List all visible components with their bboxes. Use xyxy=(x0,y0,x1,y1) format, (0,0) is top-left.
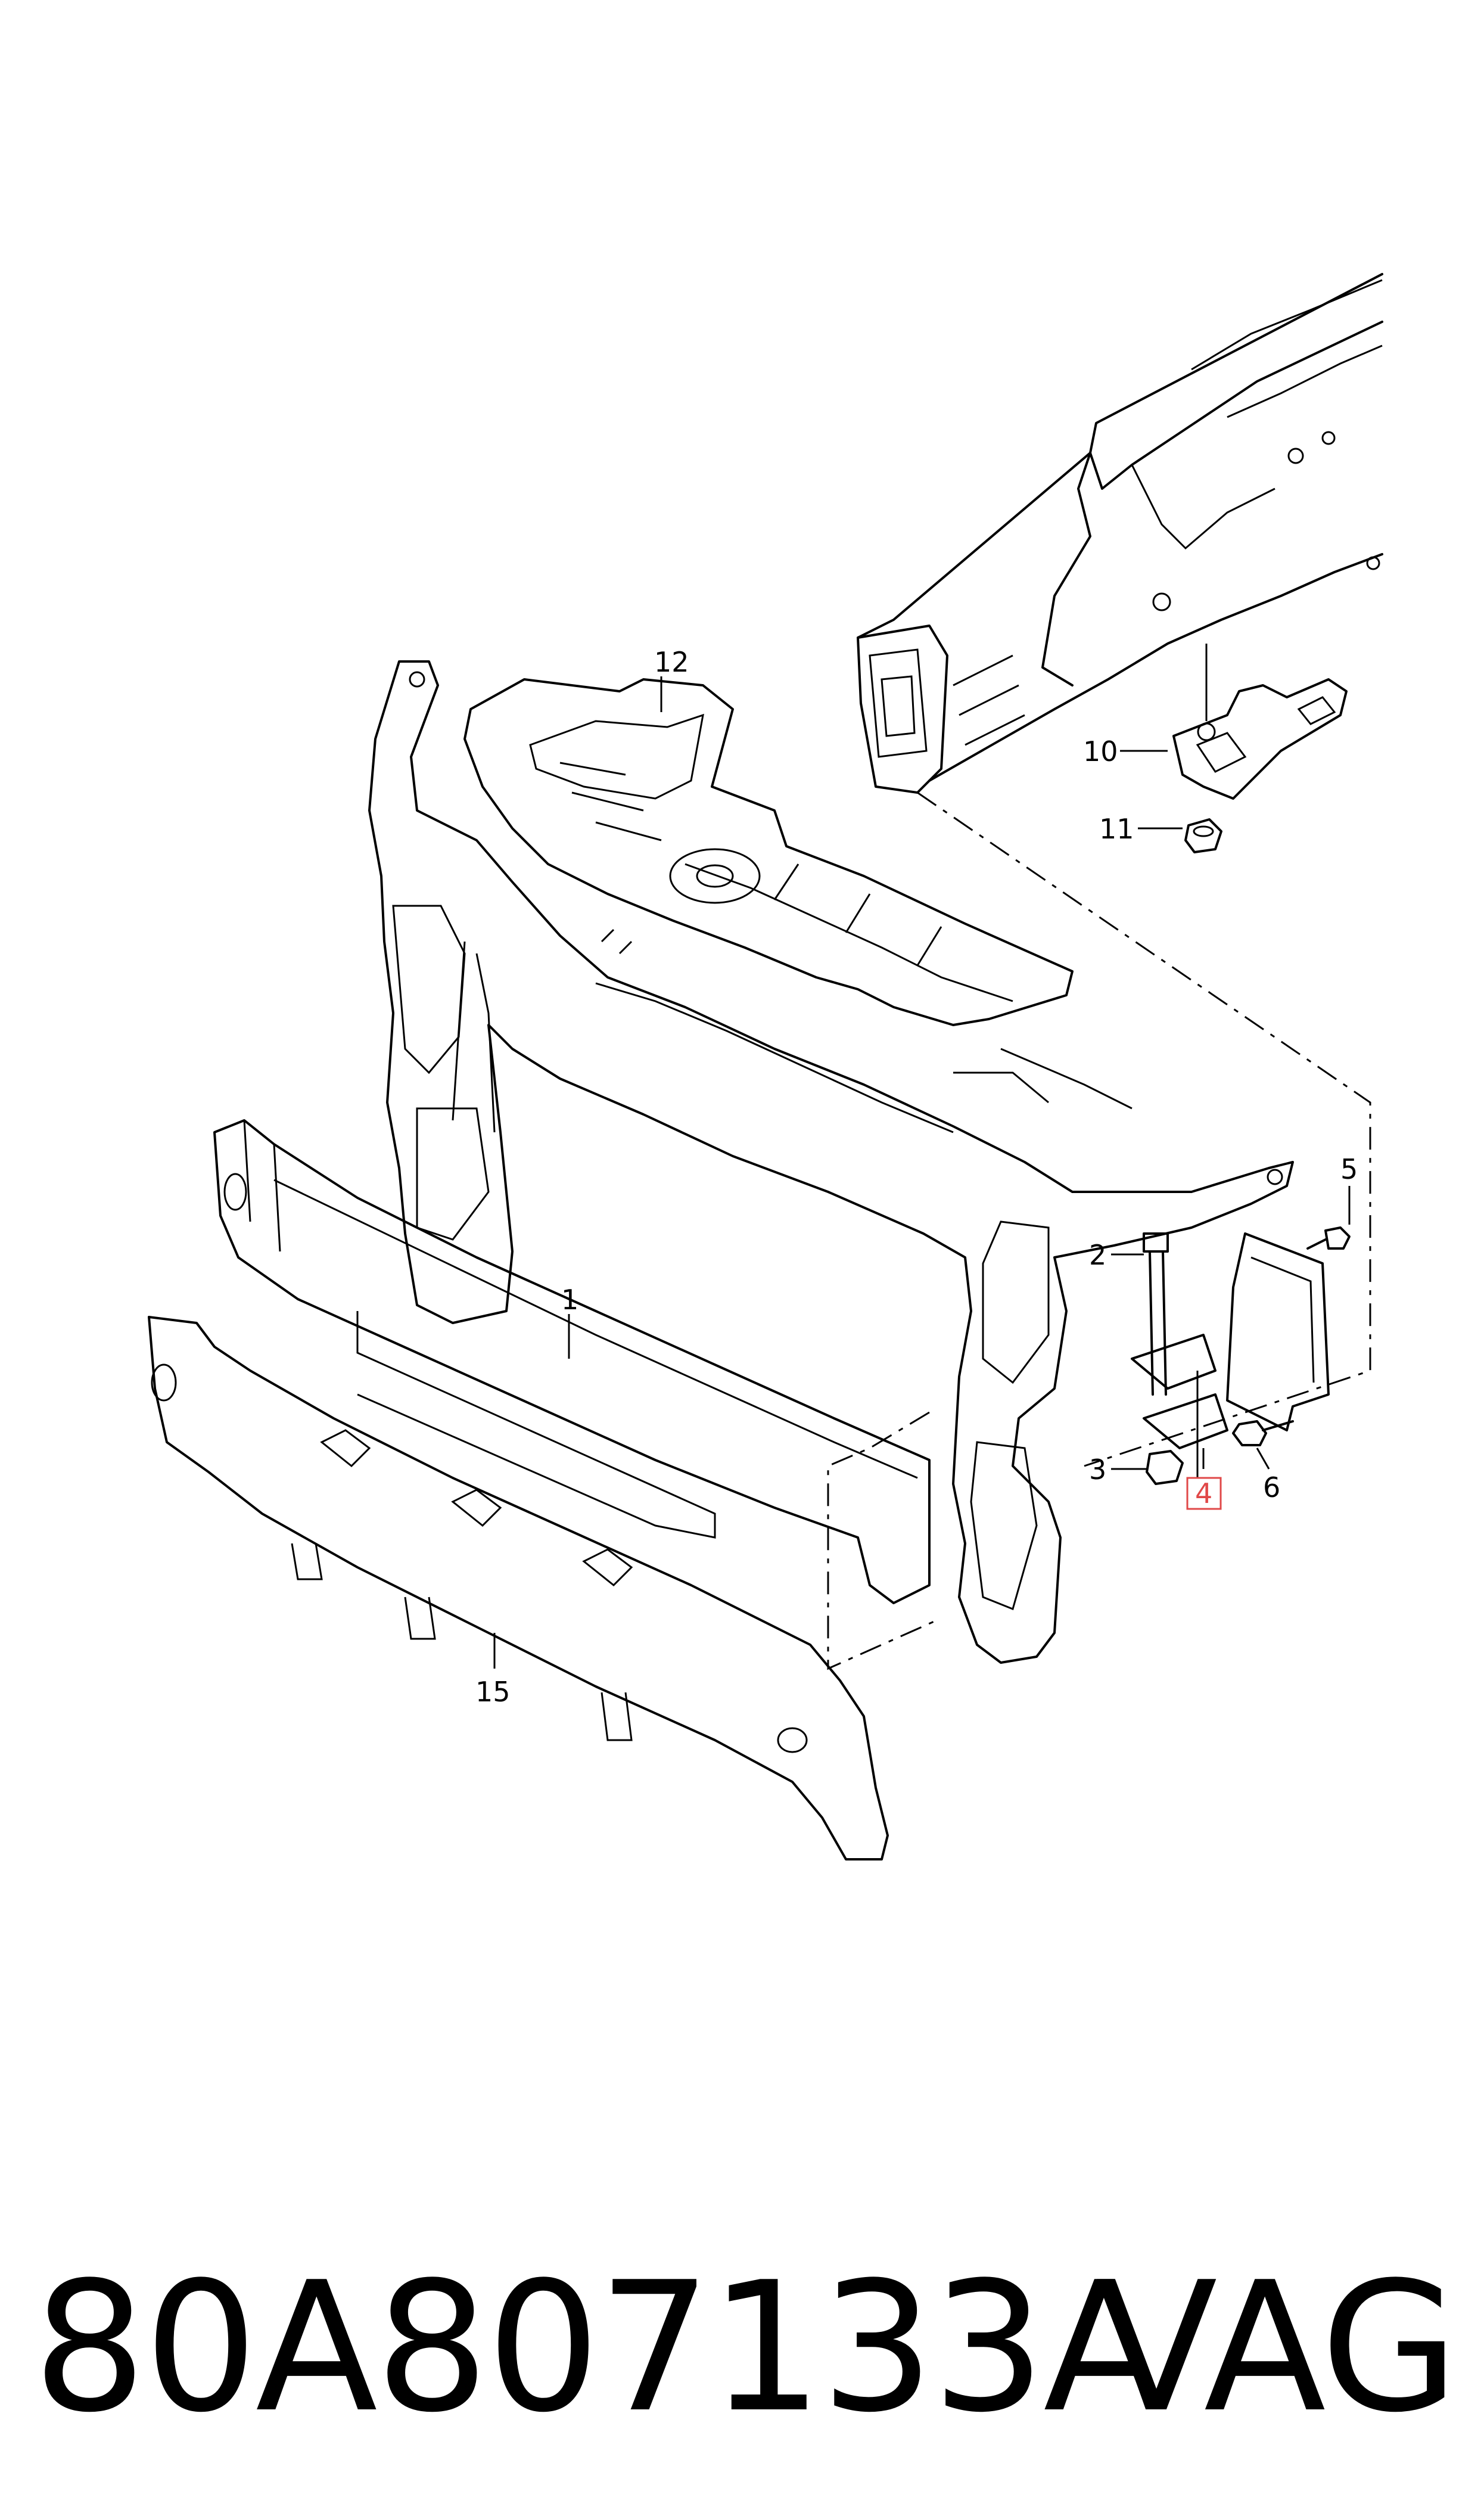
callout-15: 15 xyxy=(475,1676,511,1708)
part-number-caption: 80A807133A VAG xyxy=(33,2229,1463,2467)
bracket-part-4 xyxy=(1131,1232,1330,1478)
callout-2: 2 xyxy=(1089,1239,1106,1271)
highlight-box xyxy=(1186,1477,1222,1510)
cross-member-part-12 xyxy=(463,678,1074,1026)
callout-10: 10 xyxy=(1083,735,1118,768)
callout-11: 11 xyxy=(1099,813,1134,845)
callout-4: 4 xyxy=(1195,1477,1212,1509)
assembly-guide-lines xyxy=(827,791,1371,1670)
exploded-parts-diagram: 12 10 11 5 2 1 3 4 6 15 xyxy=(148,273,1383,1860)
bolt-part-6 xyxy=(1232,1420,1294,1446)
bumper-beam-part-1 xyxy=(213,1119,931,1604)
part-number: 80A807133A xyxy=(33,2244,1165,2452)
brand-name: VAG xyxy=(1095,2244,1459,2452)
callout-1: 1 xyxy=(561,1284,578,1316)
callout-6: 6 xyxy=(1263,1471,1280,1504)
nut-part-3 xyxy=(1146,1450,1184,1485)
callout-labels: 12 10 11 5 2 1 3 4 6 15 xyxy=(475,646,1358,1708)
callout-3: 3 xyxy=(1089,1453,1106,1486)
bracket-part-10 xyxy=(1172,644,1348,800)
longitudinal-member xyxy=(857,273,1383,794)
callout-5: 5 xyxy=(1340,1153,1358,1185)
callout-12: 12 xyxy=(654,646,689,678)
bolt-part-2 xyxy=(1143,1232,1169,1396)
impact-absorber-part-15 xyxy=(148,1316,889,1860)
screw-part-5 xyxy=(1306,1226,1351,1250)
nut-part-11 xyxy=(1184,818,1222,853)
callout-leaders xyxy=(493,676,1351,1669)
front-module-carrier xyxy=(368,660,1294,1664)
